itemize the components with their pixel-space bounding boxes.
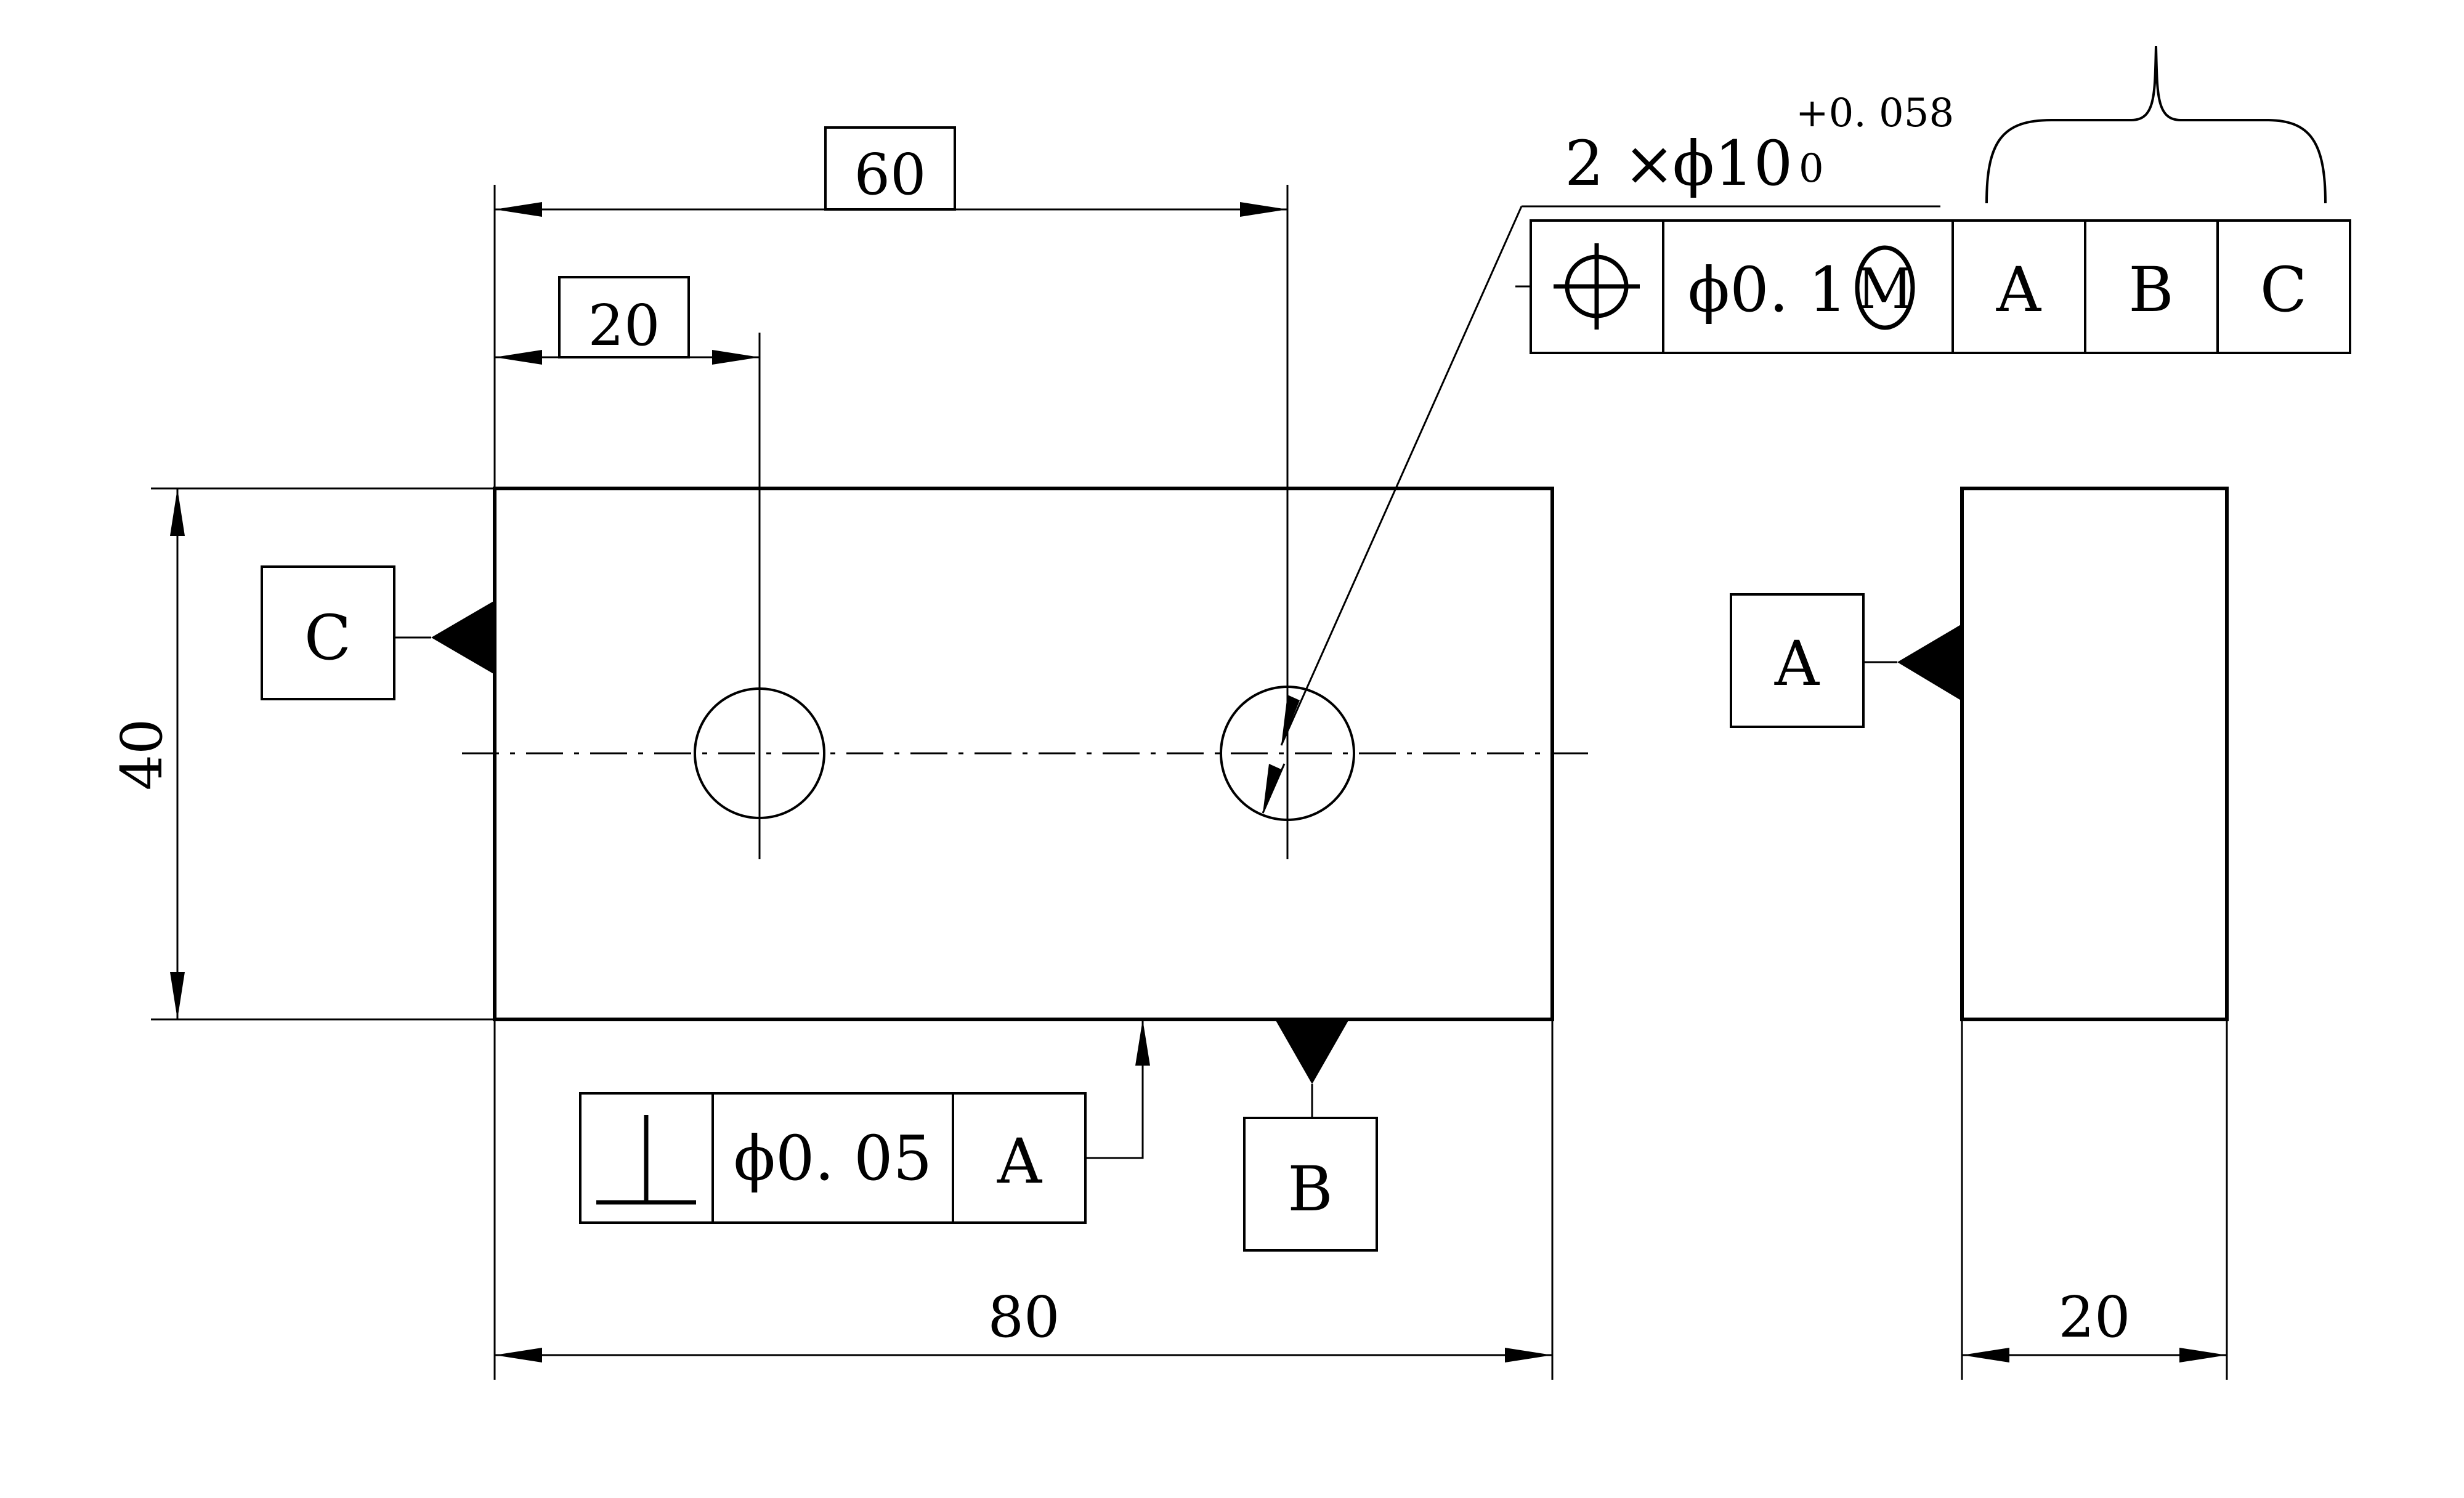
dimension-side-20-text: 20 [2058, 1284, 2130, 1350]
hole-callout-lower-tolerance: 0 [1799, 146, 1824, 192]
position-tolerance-text: ϕ0. 1 [1688, 254, 1847, 326]
position-fcf-cell-datum-b [2084, 219, 2219, 354]
hole-callout-count: 2 × [1565, 128, 1675, 200]
dimension-20-offset-text: 20 [588, 293, 660, 358]
position-leader-arrow [1281, 695, 1300, 745]
position-leader [1280, 206, 1523, 746]
arrowhead-60-left [495, 202, 542, 217]
arrowhead-side-20-right [2179, 1348, 2227, 1362]
arrowhead-side-20-left [1962, 1348, 2009, 1362]
dimension-60-text: 60 [854, 142, 926, 208]
perpendicularity-leader-arrow [1135, 1019, 1150, 1066]
datum-c-box [261, 565, 395, 700]
position-icon [1554, 243, 1640, 330]
arrowhead-80-left [495, 1348, 542, 1362]
datum-c-text: C [304, 602, 352, 674]
position-datum-a-text: A [1996, 254, 2042, 326]
datum-b-triangle [1275, 1019, 1349, 1084]
arrowhead-40-bottom [170, 972, 185, 1019]
hole-callout-upper-tolerance: +0. 058 [1796, 91, 1954, 136]
arrowhead-40-top [170, 488, 185, 536]
arrowhead-20-left [495, 350, 542, 365]
position-leader-extension [1262, 763, 1286, 814]
datum-b-text: B [1287, 1153, 1333, 1225]
arrowhead-20-right [712, 350, 760, 365]
perpendicularity-leader [1085, 1019, 1144, 1159]
position-leader-arrow-inner [1263, 764, 1281, 813]
perpendicularity-datum-text: A [997, 1125, 1043, 1197]
position-fcf-cell-tolerance [1662, 219, 1954, 354]
mmc-modifier-text: M [1857, 257, 1913, 322]
arrowhead-80-right [1505, 1348, 1552, 1362]
maximum-material-condition-icon: M [1855, 245, 1915, 330]
datum-c-triangle [431, 601, 495, 674]
datum-a-triangle [1897, 624, 1962, 701]
datum-a-box [1730, 593, 1865, 728]
datum-group-brace [1985, 46, 2327, 204]
dimension-80-text: 80 [987, 1284, 1060, 1350]
dimension-20-offset-box [558, 276, 690, 358]
datum-a-text: A [1774, 628, 1820, 700]
perpendicularity-fcf-cell-tolerance [711, 1092, 954, 1224]
arrowhead-60-right [1240, 202, 1287, 217]
position-datum-b-text: B [2128, 254, 2174, 326]
hole-callout-diameter: ϕ10 [1672, 128, 1793, 200]
position-fcf-cell-datum-c [2216, 219, 2351, 354]
perpendicularity-tolerance-text: ϕ0. 05 [734, 1122, 933, 1194]
datum-b-box [1243, 1117, 1378, 1252]
dimension-40-text: 40 [109, 718, 175, 790]
perpendicularity-icon [596, 1115, 696, 1205]
side-view-outline [1960, 487, 2229, 1021]
dimension-60-box [824, 126, 956, 211]
position-datum-c-text: C [2260, 254, 2308, 326]
